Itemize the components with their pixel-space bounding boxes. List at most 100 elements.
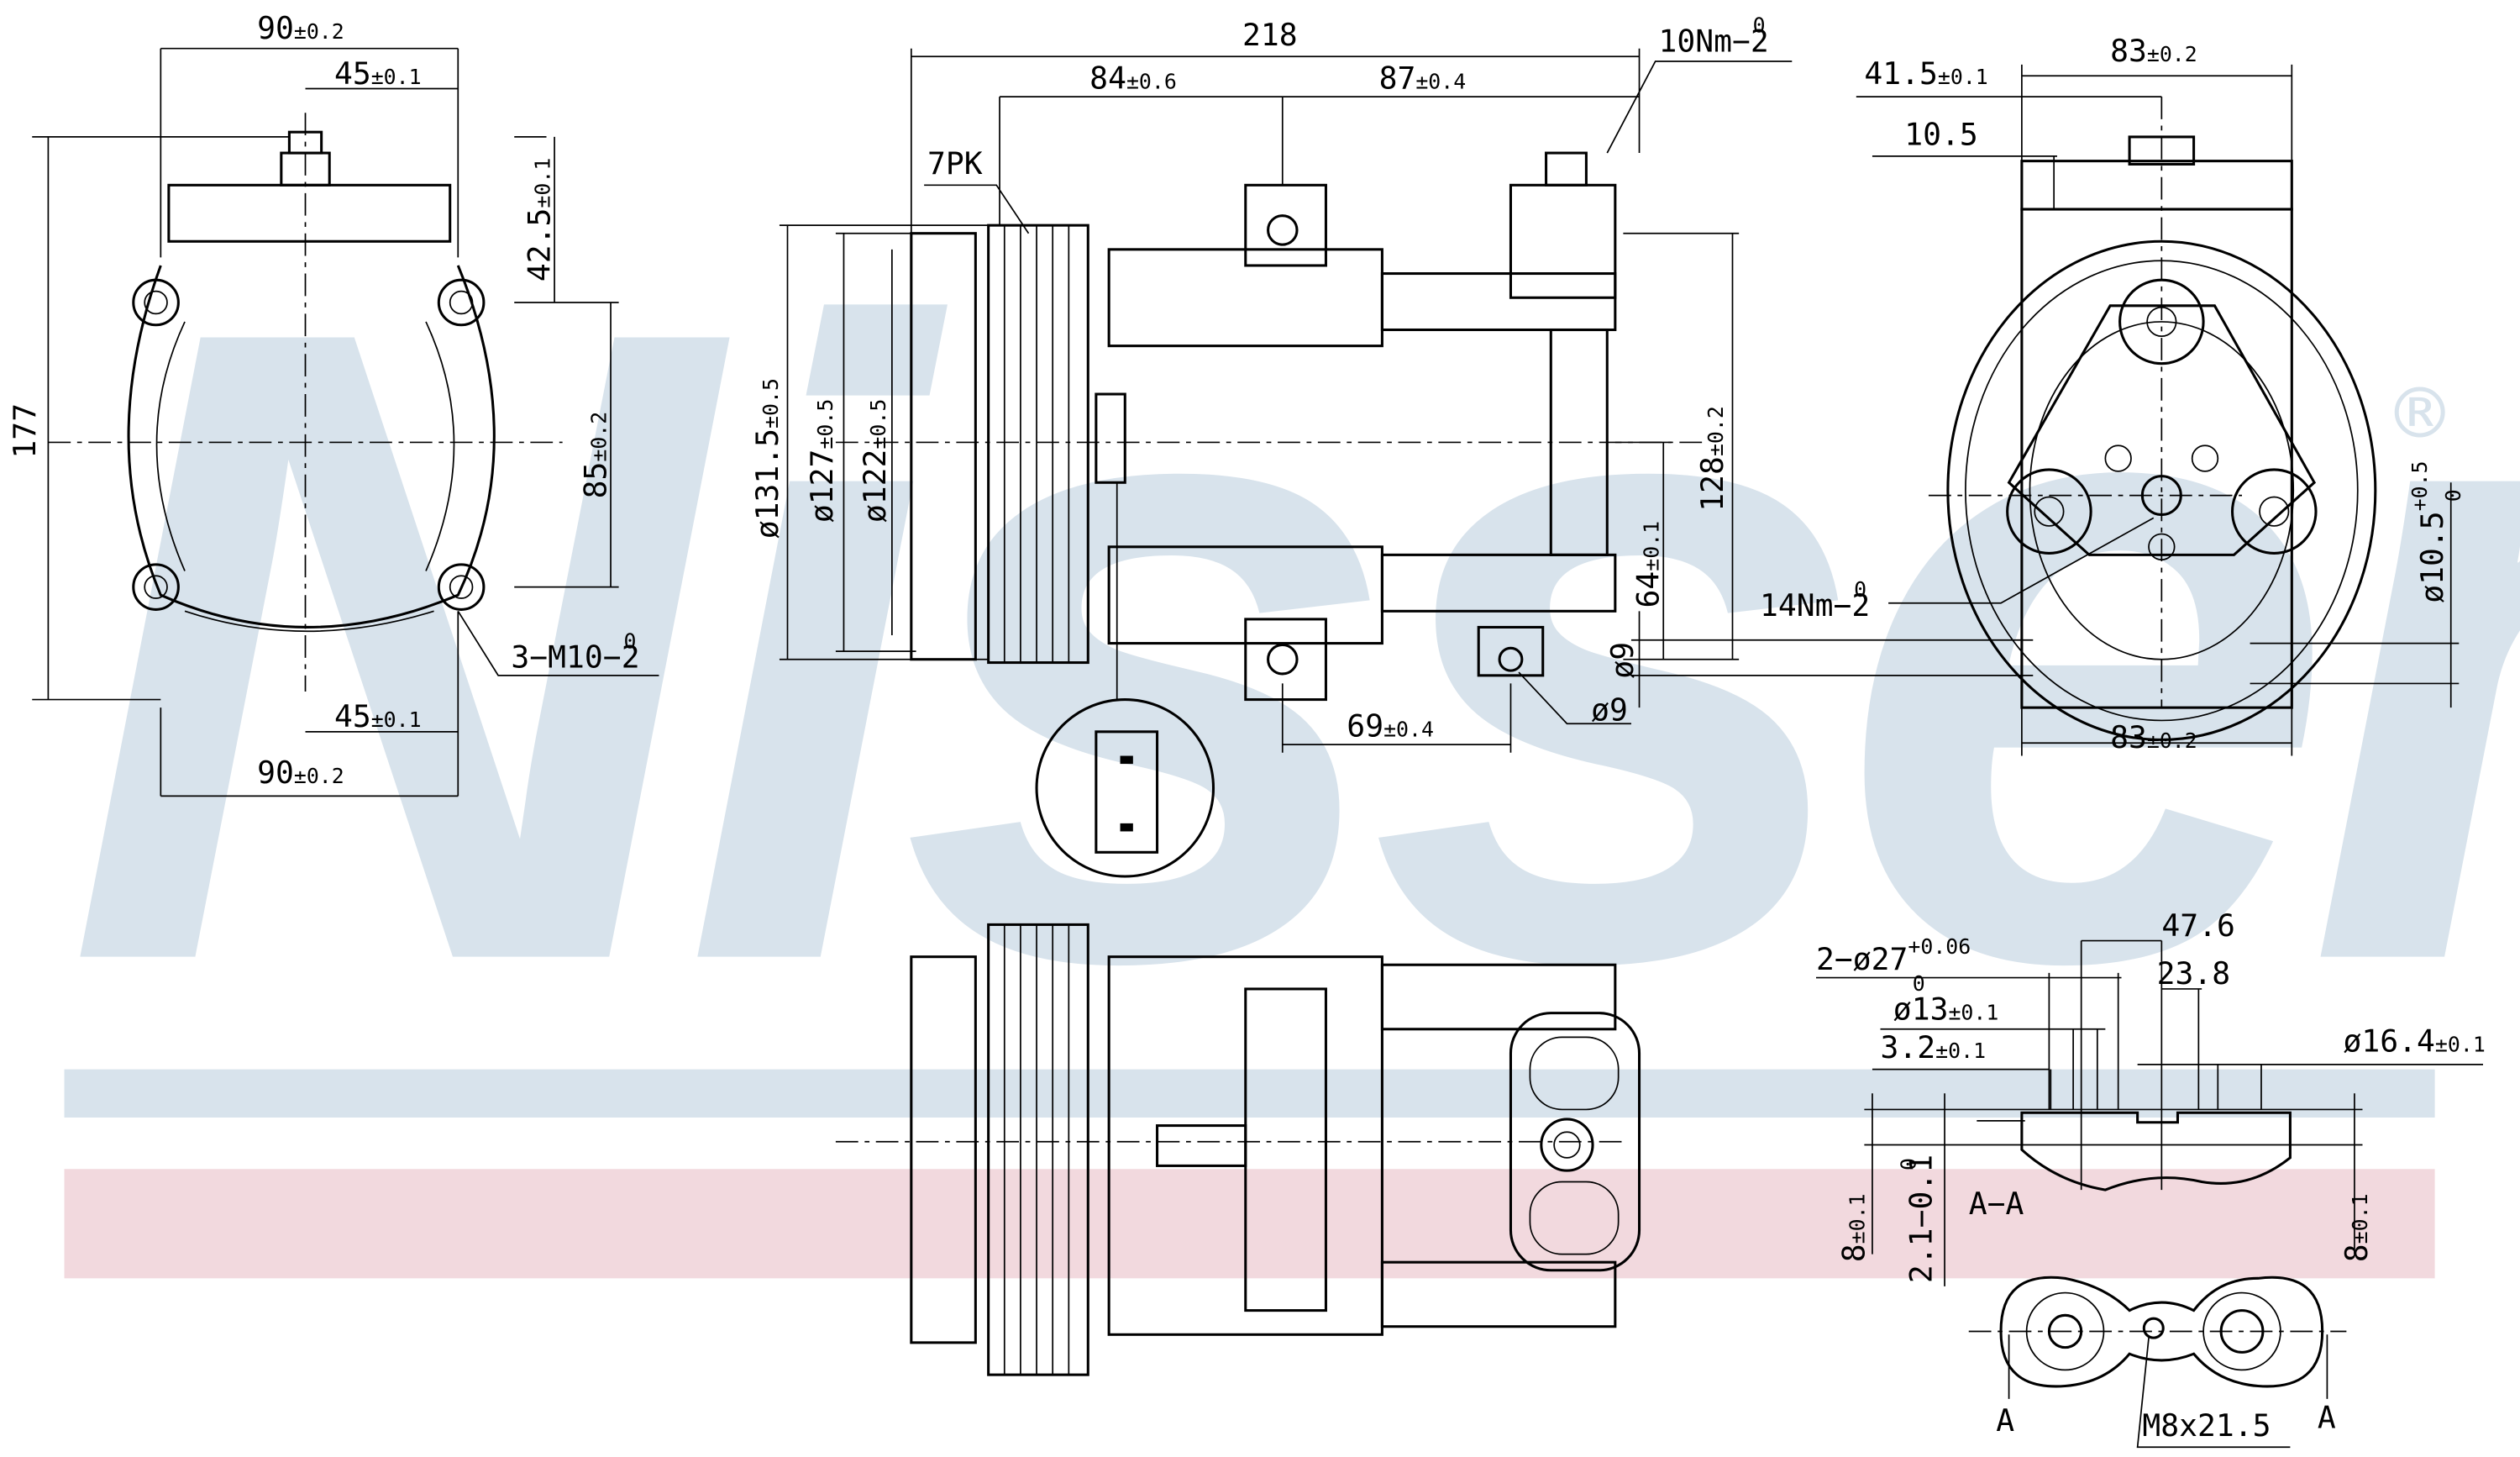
drawing-line xyxy=(2142,1317,2165,1339)
dimension-text-part: ±0.1 xyxy=(2435,1033,2486,1057)
drawing-line xyxy=(1035,698,1215,878)
drawing-line xyxy=(1267,643,1299,676)
dim-dia-2: ø127±0.5 xyxy=(804,399,840,523)
drawing-line xyxy=(1267,214,1299,246)
dim-bore: ø10.5+0.5 xyxy=(2407,460,2450,602)
dim-inner-dia: ø13±0.1 xyxy=(1893,991,1999,1027)
drawing-line xyxy=(2104,444,2132,472)
dimension-text-part: +0.5 xyxy=(2407,460,2432,511)
dimension-text-part: ø10.5 xyxy=(2414,511,2450,602)
drawing-line xyxy=(1003,924,1070,1375)
drawing-line xyxy=(144,290,168,315)
pink-band xyxy=(64,1169,2435,1279)
drawing-line xyxy=(1156,1124,1247,1167)
dim-height-half: 64±0.1 xyxy=(1630,521,1666,608)
drawing-line xyxy=(2259,496,2290,527)
dim-port-dia: 2−ø27+0.06 xyxy=(1816,934,1971,977)
dim-thickness-right: 8±0.1 xyxy=(2339,1193,2375,1262)
dimension-text-part: 8 xyxy=(2339,1244,2375,1262)
bolt-label: M8x21.5 xyxy=(2142,1407,2271,1444)
dimension-text-part: 0 xyxy=(1753,13,1766,38)
drawing-line xyxy=(2020,1111,2292,1191)
drawing-line xyxy=(2191,444,2219,472)
dimension-text-part: 42.5 xyxy=(521,208,557,282)
dimension-text-part: 14Nm−2 xyxy=(1760,587,1870,623)
drawing-line xyxy=(1380,272,1617,332)
dimension-text-part: ±0.1 xyxy=(371,707,422,732)
dimension-text-part: 87 xyxy=(1379,60,1416,97)
dim-hole-dia: ø9 xyxy=(1591,692,1628,728)
dimension-text-part: 0 xyxy=(623,629,636,653)
dimension-text-part: 3.2 xyxy=(1881,1029,1936,1065)
dimension-text-part: ±0.2 xyxy=(1704,406,1728,456)
dim-height-total: 177 xyxy=(7,403,43,459)
drawing-line xyxy=(2034,496,2065,527)
dimension-text-part: 45 xyxy=(334,698,371,734)
drawing-line xyxy=(987,923,1089,1376)
dim-dia-3: ø122±0.5 xyxy=(857,399,893,523)
dim-width-top: 83±0.2 xyxy=(2110,33,2197,69)
dimension-text-part: ±0.1 xyxy=(371,65,422,89)
drawing-line xyxy=(1965,260,2359,722)
drawing-line xyxy=(2146,306,2177,338)
dimension-text-part: ±0.2 xyxy=(294,764,344,788)
drawing-line xyxy=(1120,755,1133,765)
drawing-line xyxy=(1003,225,1070,663)
dimension-text-part: ø13 xyxy=(1893,991,1949,1027)
dimension-text-part: +0.06 xyxy=(1908,934,1971,959)
drawing-line xyxy=(1549,328,1609,556)
dim-bolt-offset: 42.5±0.1 xyxy=(521,158,557,281)
dimension-text-part: 2.1−0.1 xyxy=(1903,1155,1940,1283)
dim-height: 128±0.2 xyxy=(1694,406,1730,512)
dimension-text-part: ±0.1 xyxy=(1935,1039,1986,1063)
dim-bottom-half: 45±0.1 xyxy=(334,698,422,734)
drawing-line xyxy=(1509,1012,1641,1272)
drawing-line xyxy=(287,130,323,155)
drawing-line xyxy=(1380,963,1617,1031)
dimension-text-part: ±0.1 xyxy=(530,158,554,208)
drawing-line xyxy=(1529,1181,1620,1255)
drawing-line xyxy=(1380,553,1617,613)
dimension-text-part: ±0.1 xyxy=(2348,1193,2372,1244)
port-detail: 2−ø27+0.06 0 47.6 23.8 ø13±0.1 3.2±0.1 ø… xyxy=(1815,907,2486,1449)
left-view: 90±0.2 45±0.1 177 42.5±0.1 85±0.2 3−M10−… xyxy=(7,10,659,797)
drawing-line xyxy=(449,290,474,315)
dimension-text-part: 45 xyxy=(334,55,371,92)
dimension-text-part: ø131.5 xyxy=(749,429,785,539)
rear-view: 41.5±0.1 83±0.2 10.5 14Nm−20 ø10.5+0.5 0… xyxy=(1604,33,2465,756)
dim-step: 2.1−0.10 xyxy=(1897,1155,1940,1283)
dim-width-bottom: 83±0.2 xyxy=(2110,719,2197,755)
dimension-text-part: 90 xyxy=(257,755,294,791)
dimension-text-part: 2−ø27 xyxy=(1816,941,1908,977)
dim-groove: 3.2±0.1 xyxy=(1881,1029,1987,1065)
drawing-line xyxy=(132,563,180,611)
dimension-text-part: ø16.4 xyxy=(2344,1023,2435,1060)
dimension-text-part: 8 xyxy=(1835,1244,1872,1262)
drawing-line xyxy=(2008,1334,2328,1449)
dim-mount-offset: 69±0.4 xyxy=(1347,708,1434,744)
drawing-line xyxy=(1630,64,2460,756)
section-label: A−A xyxy=(1969,1186,2024,1222)
dimension-text-part: ø127 xyxy=(804,450,840,523)
drawing-line xyxy=(2128,135,2196,166)
drawing-line xyxy=(184,610,434,633)
registered-mark: ® xyxy=(2395,366,2445,462)
dimension-text-part: 83 xyxy=(2110,719,2147,755)
drawing-line xyxy=(1095,392,1126,484)
drawing-line xyxy=(144,575,168,599)
drawing-line xyxy=(2230,468,2318,555)
dim-dia-1: ø131.5±0.5 xyxy=(749,378,785,539)
drawing-line xyxy=(2007,304,2317,556)
connector-detail xyxy=(1035,482,1215,878)
drawing-line xyxy=(1540,1118,1594,1172)
bolt-holes xyxy=(132,278,486,611)
pulley-type: 7PK xyxy=(927,145,983,181)
dim-top-width: 90±0.2 xyxy=(257,10,344,46)
dimension-text-part: ±0.5 xyxy=(813,399,837,450)
drawing-line xyxy=(1815,939,2483,1286)
dimension-text-part: ±0.2 xyxy=(2147,42,2197,66)
section-mark-right: A xyxy=(2318,1399,2336,1435)
side-view: 218 84±0.6 87±0.4 10Nm−20 7PK ø131.5±0.5… xyxy=(749,13,1793,878)
